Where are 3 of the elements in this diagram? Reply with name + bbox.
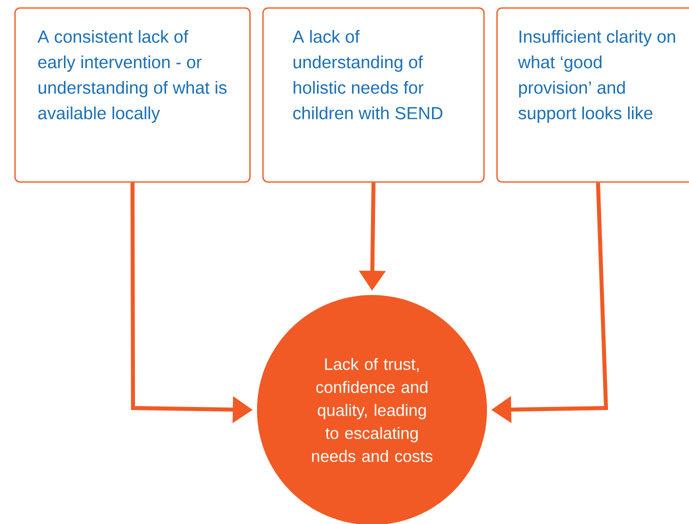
cause-box: A consistent lack of early intervention - or understanding of what is available locally <box>14 7 251 183</box>
cause-box: Insufficient clarity on what ‘good provision’ and support looks like <box>496 7 689 183</box>
cause-box: A lack of understanding of holistic needs for children with SEND <box>262 7 485 183</box>
